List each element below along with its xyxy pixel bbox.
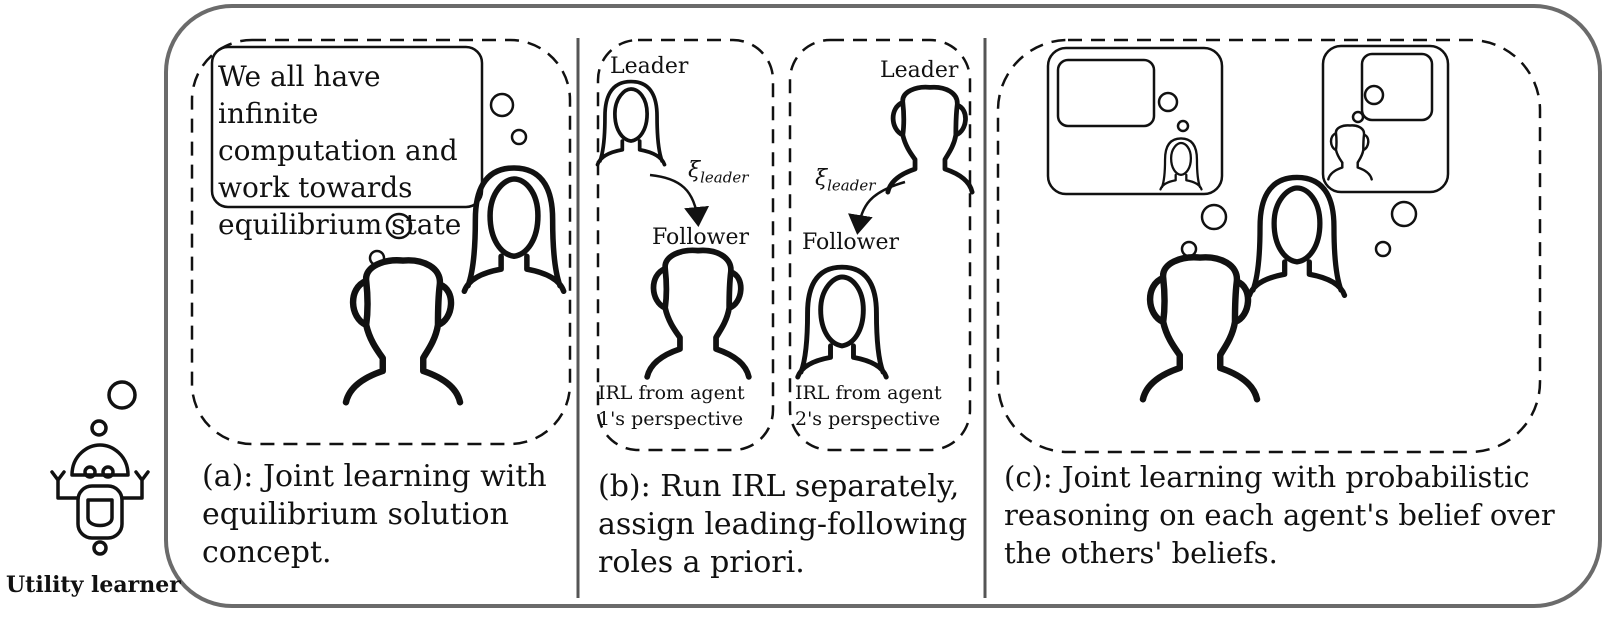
arrow-right	[848, 180, 906, 235]
panel-a-caption: (a): Joint learning with equilibrium sol…	[202, 458, 547, 572]
caption-line: equilibrium solution	[202, 497, 509, 532]
man-icon	[346, 260, 460, 402]
panel-a-region	[190, 38, 572, 446]
arrow-left	[649, 173, 710, 227]
panel-b-caption: (b): Run IRL separately, assign leading-…	[598, 468, 967, 582]
panel-b-left-region	[596, 38, 775, 452]
panel-c-region	[996, 38, 1542, 454]
follower-label: Follower	[802, 230, 899, 255]
belief-box-right	[1321, 44, 1450, 194]
speech-box	[210, 45, 484, 209]
panel-b-right-region	[788, 38, 972, 452]
man-icon	[647, 250, 749, 377]
outer-frame	[164, 4, 1602, 608]
irl-caption-left: IRL from agent 1's perspective	[598, 382, 745, 430]
xi-leader-label: ξleader	[688, 158, 749, 187]
follower-label: Follower	[652, 225, 749, 250]
xi-leader-label: ξleader	[815, 166, 876, 195]
robot-icon	[50, 380, 150, 556]
belief-box-left	[1046, 46, 1224, 196]
man-icon	[888, 87, 972, 192]
nested-belief-right	[1360, 52, 1434, 122]
caption-line: reasoning on each agent's belief over	[1004, 498, 1555, 532]
caption-line: (b): Run IRL separately,	[598, 469, 960, 504]
woman-icon	[1249, 177, 1344, 295]
speech-line: computation and	[218, 134, 458, 167]
robot-label: Utility learner	[6, 572, 181, 598]
irl-caption-right: IRL from agent 2's perspective	[795, 382, 942, 430]
leader-label: Leader	[880, 58, 959, 83]
speech-text: We all have infinite computation and wor…	[218, 58, 483, 243]
caption-line: concept.	[202, 535, 332, 570]
speech-line: work towards	[218, 171, 413, 204]
panel-c-caption: (c): Joint learning with probabilistic r…	[1004, 458, 1555, 572]
man-icon	[1327, 124, 1373, 181]
speech-line: We all have infinite	[218, 60, 381, 130]
thought-bubble-man-large	[385, 212, 413, 240]
woman-icon	[1159, 137, 1203, 191]
woman-icon	[595, 79, 667, 167]
caption-line: roles a priori.	[598, 545, 805, 580]
woman-icon	[798, 267, 887, 377]
leader-label: Leader	[610, 54, 689, 79]
caption-line: the others' beliefs.	[1004, 536, 1278, 570]
caption-line: assign leading-following	[598, 507, 968, 542]
caption-line: (a): Joint learning with	[202, 459, 547, 494]
nested-belief-left	[1056, 58, 1156, 128]
thought-bubble-large	[489, 92, 515, 118]
caption-line: (c): Joint learning with probabilistic	[1004, 460, 1530, 494]
thought-bubble-small	[510, 128, 528, 146]
man-icon	[1143, 257, 1257, 399]
speech-line: equilibrium state	[218, 208, 462, 241]
